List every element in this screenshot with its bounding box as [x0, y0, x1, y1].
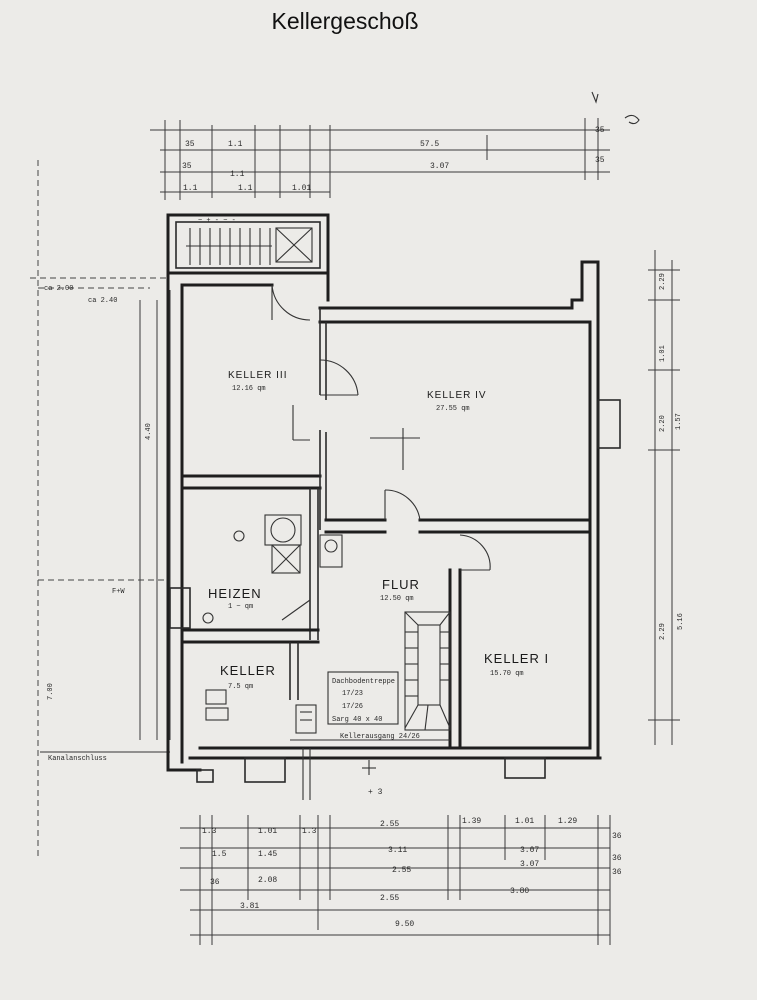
- stair-note-4: Sarg 40 x 40: [332, 716, 382, 724]
- bot-dim-12: 3.07: [520, 846, 539, 855]
- bot-dim-10: 1.45: [258, 850, 277, 859]
- top-dim-8: 3.07: [430, 162, 449, 171]
- light-fixtures: [292, 405, 420, 775]
- top-dim-10: 1.1: [238, 184, 253, 193]
- bot-dim-19: 3.81: [240, 902, 259, 911]
- right-dim-2: 1.01: [659, 345, 667, 362]
- bot-dim-20: 2.55: [380, 894, 399, 903]
- top-dim-3: 57.5: [420, 140, 439, 149]
- svg-text:~ + - ~ -: ~ + - ~ -: [198, 217, 236, 225]
- room-flur-area: 12.50 qm: [380, 595, 414, 603]
- room-keller1-name: KELLER I: [484, 651, 549, 666]
- stair-note-1: Dachbodentreppe: [332, 678, 395, 686]
- sidewalk-label: Kanalanschluss: [48, 755, 107, 763]
- bottom-dimension-chain: 1.3 1.01 1.3 2.55 1.39 1.01 1.29 36 1.5 …: [180, 815, 622, 945]
- room-heizen-area: 1 ~ qm: [228, 603, 253, 611]
- north-label: + 3: [368, 788, 383, 797]
- bot-dim-5: 1.39: [462, 817, 481, 826]
- bot-dim-17: 3.07: [520, 860, 539, 869]
- room-keller4-name: KELLER IV: [427, 390, 487, 401]
- right-dim-5: 1.57: [675, 413, 683, 430]
- left-exterior: ca 2.00 ca 2.40 7.00 4.40 F+W Kanalansch…: [30, 160, 171, 860]
- small-keller-fixtures: [205, 671, 450, 800]
- right-dim-3: 2.20: [659, 415, 667, 432]
- top-dim-9: 1.1: [183, 184, 198, 193]
- bot-dim-6: 1.01: [515, 817, 534, 826]
- right-dim-4: 2.29: [659, 623, 667, 640]
- top-dimension-chain: 35 1.1 57.5 35 35 35 1.1 3.07 1.1 1.1 1.…: [150, 91, 640, 200]
- bot-dim-18: 36: [612, 868, 622, 877]
- room-flur-name: FLUR: [382, 577, 420, 592]
- bot-dim-21: 3.80: [510, 887, 529, 896]
- bottom-note: Kellerausgang 24/26: [340, 733, 420, 741]
- top-dim-7: 1.1: [230, 170, 245, 179]
- room-keller2-area: 7.5 qm: [228, 683, 253, 691]
- right-dimension-chain: 2.29 1.01 2.20 2.29 1.57 5.16: [648, 250, 685, 745]
- bot-dim-1: 1.3: [202, 827, 217, 836]
- bot-dim-22: 9.50: [395, 920, 414, 929]
- room-heizen-name: HEIZEN: [208, 586, 262, 601]
- stair-note-3: 17/26: [342, 703, 363, 711]
- bot-dim-3: 1.3: [302, 827, 317, 836]
- top-dim-6: 35: [182, 162, 192, 171]
- bot-dim-16: 2.55: [392, 866, 411, 875]
- bot-dim-15: 2.08: [258, 876, 277, 885]
- bot-dim-9: 1.5: [212, 850, 227, 859]
- right-dim-1: 2.29: [659, 273, 667, 290]
- page-title: Kellergeschoß: [271, 8, 419, 34]
- room-keller4-area: 27.55 qm: [436, 405, 470, 413]
- room-keller3-name: KELLER III: [228, 370, 287, 381]
- top-dim-11: 1.01: [292, 184, 311, 193]
- room-keller3-area: 12.16 qm: [232, 385, 266, 393]
- top-dim-5: 35: [595, 156, 605, 165]
- top-dim-2: 1.1: [228, 140, 243, 149]
- right-dim-6: 5.16: [677, 613, 685, 630]
- left-mark-2: ca 2.40: [88, 297, 117, 305]
- bot-dim-11: 3.11: [388, 846, 407, 855]
- room-labels: KELLER III 12.16 qm KELLER IV 27.55 qm H…: [208, 370, 549, 797]
- room-keller2-name: KELLER: [220, 663, 276, 678]
- left-dim-vert-2: 4.40: [145, 423, 153, 440]
- top-dim-1: 35: [185, 140, 195, 149]
- top-stair: ~ + - ~ -: [186, 217, 313, 265]
- bot-dim-14: 36: [210, 878, 220, 887]
- main-stair: [404, 611, 451, 731]
- left-dim-vert: 7.00: [47, 683, 55, 700]
- heating-equipment: [202, 514, 343, 624]
- top-dim-4: 35: [595, 126, 605, 135]
- left-mark: ca 2.00: [44, 285, 73, 293]
- bot-dim-7: 1.29: [558, 817, 577, 826]
- stair-note-2: 17/23: [342, 690, 363, 698]
- room-keller1-area: 15.70 qm: [490, 670, 524, 678]
- bot-dim-4: 2.55: [380, 820, 399, 829]
- bot-dim-8: 36: [612, 832, 622, 841]
- doors: [271, 284, 491, 621]
- fw-label: F+W: [112, 588, 125, 596]
- bot-dim-2: 1.01: [258, 827, 277, 836]
- building-walls: [166, 213, 621, 783]
- bot-dim-13: 36: [612, 854, 622, 863]
